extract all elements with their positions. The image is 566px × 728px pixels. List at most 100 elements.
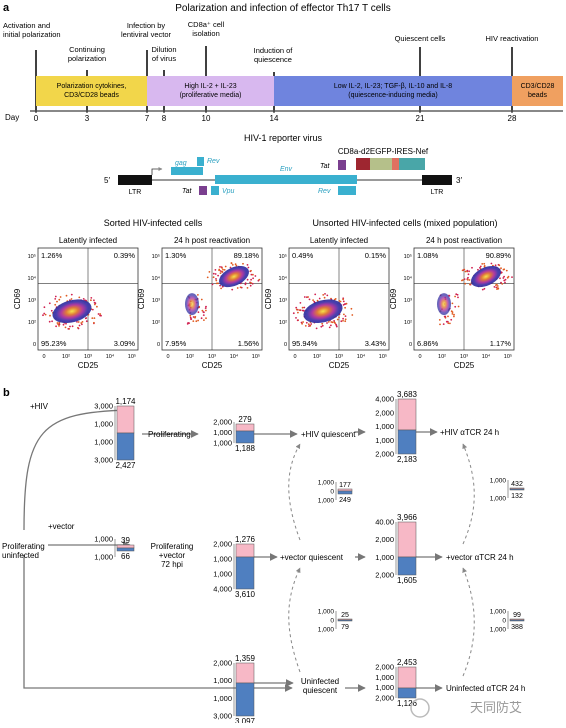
event-dot [246,278,249,281]
event-dot [93,321,95,324]
bar-up [397,398,417,431]
event-dot [78,296,81,299]
event-dot [54,303,57,306]
event-dot [313,300,316,303]
count-tick: 2,000 [375,694,394,703]
event-dot [499,277,501,280]
facs-plot-title: Latently infected [310,236,368,245]
bar-down [337,619,353,622]
count-tick: 1,000 [375,553,394,562]
event-dot [214,269,217,271]
gene-vpu-box [211,186,219,195]
event-dot [194,315,197,318]
node-uninfected-tcr: Uninfected αTCR 24 h [446,684,525,693]
event-dot [464,270,467,273]
day-14: 14 [270,114,279,123]
event-dot [295,308,298,311]
count-down: 249 [339,497,351,504]
event-dot [200,298,203,301]
density-blob [303,299,343,324]
event-dot [324,293,326,295]
bar-proliferative-label: High IL-2 + IL-23(proliferative media) [180,83,242,99]
node-hiv-tcr: +HIV αTCR 24 h [440,428,499,437]
event-dot [197,294,199,296]
event-dot [451,313,454,315]
event-dot [251,282,254,285]
x-axis-label: CD25 [78,361,99,370]
gene-rev2-box [338,186,356,195]
event-dot [219,284,222,287]
event-dot [344,320,347,323]
event-dot [54,298,57,300]
event-dot [500,271,503,274]
gene-gag-box [171,167,203,175]
event-induction-line: Induction of [254,46,294,55]
event-dot [67,328,70,330]
count-tick: 4,000 [213,585,232,594]
event-dot [222,268,224,271]
event-dot [308,298,311,301]
event-dot [326,294,329,297]
node-hiv-quiescent: +HIV quiescent [301,430,356,439]
node-prolif-vector-line: Proliferating [151,542,194,551]
count-down: 388 [511,624,523,631]
event-dot [303,296,306,298]
event-cd8-line: isolation [192,29,220,38]
event-dot [54,295,57,298]
event-dot [230,262,233,264]
day-8: 8 [162,114,167,123]
count-tick: 1,000 [375,683,394,692]
event-dot [93,317,96,319]
y-axis-label: CD69 [264,288,273,309]
watermark-logo-icon [410,698,430,718]
facs-group-sorted: Sorted HIV-infected cells [104,218,203,228]
event-dot [205,317,207,320]
event-dot [64,326,67,329]
event-dot [215,278,217,280]
count-down: 1,126 [397,699,418,708]
x-axis-label: CD25 [202,361,223,370]
x-tick-label: 10⁵ [504,353,512,360]
count-up: 279 [238,415,252,424]
event-dot [81,321,84,323]
event-dot [254,275,257,277]
event-dot [443,315,446,318]
event-dot [322,294,325,296]
event-dot [93,301,96,304]
event-dot [217,282,219,285]
event-dot [447,315,449,318]
gene-tat1: Tat [320,163,331,170]
event-dot [69,325,71,328]
event-dot [51,320,53,323]
event-dot [188,322,191,324]
event-dot [307,323,310,326]
x-tick-label: 0 [166,354,169,360]
event-infection-line: lentiviral vector [121,30,172,39]
x-tick-label: 10³ [208,354,216,360]
event-dot [62,323,65,326]
event-dot [258,278,261,281]
event-dot [490,262,493,265]
node-vector-tcr: +vector αTCR 24 h [446,553,514,562]
bar-quiescence-label-line: Low IL-2, IL-23; TGF-β, IL-10 and IL-8 [334,83,452,90]
count-tick: 3,000 [94,456,113,465]
event-dot [321,322,324,325]
count-tick: 2,000 [213,540,232,549]
count-tick: 1,000 [490,609,507,616]
event-dot [99,314,101,317]
bar-proliferative [147,76,274,106]
event-dot [342,319,344,322]
x-tick-label: 10² [313,354,321,360]
event-dot [327,321,330,323]
x-axis-label: CD25 [329,361,350,370]
x-tick-label: 10³ [335,354,343,360]
insert-ires [392,158,399,170]
count-down: 2,427 [115,461,136,470]
five-prime: 5′ [104,176,110,185]
event-dot [218,269,221,272]
